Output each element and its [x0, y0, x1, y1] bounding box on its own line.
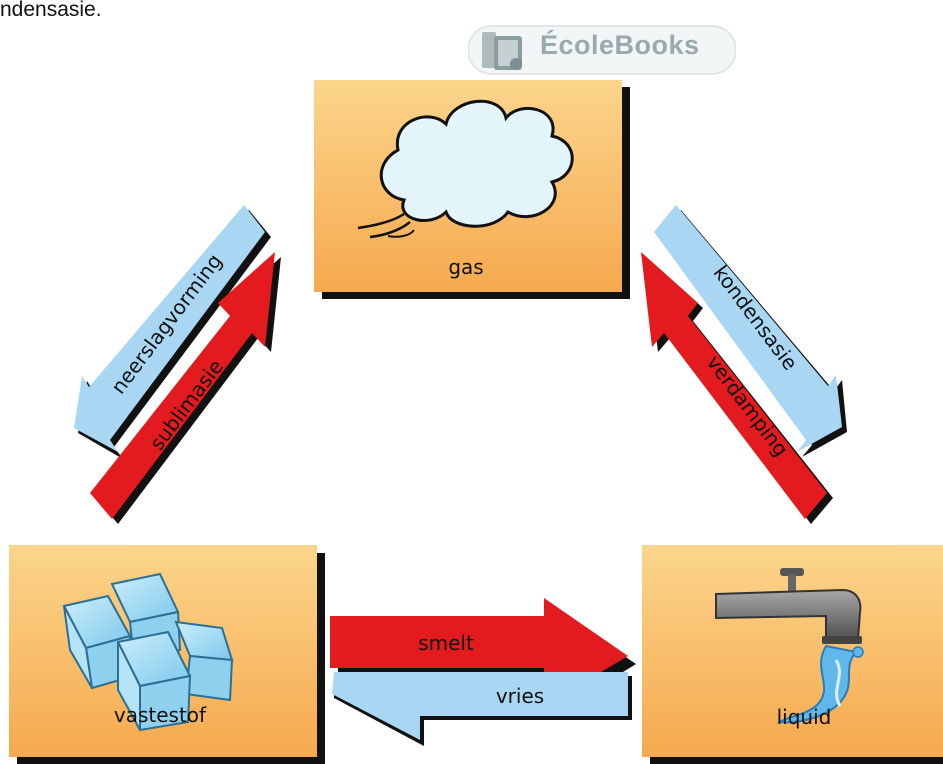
ice-cubes-icon [62, 572, 234, 732]
water-splash-icon [777, 644, 864, 724]
liquid-label: liquid [777, 705, 832, 729]
gas-label: gas [448, 255, 483, 279]
cloud-icon [357, 99, 574, 239]
book-icon [482, 32, 522, 70]
liquid-box: liquid [642, 545, 943, 764]
tap-icon [715, 568, 862, 644]
melt-label: smelt [418, 631, 474, 655]
gas-box: gas [314, 80, 630, 299]
freeze-arrow: vries [332, 672, 632, 746]
watermark-text: ÉcoleBooks [540, 30, 700, 60]
ecolebooks-logo [468, 25, 736, 75]
solid-box: vastestof [9, 545, 325, 764]
freeze-label: vries [496, 684, 544, 708]
header-text: ndensasie. [0, 0, 102, 21]
solid-label: vastestof [114, 703, 207, 727]
